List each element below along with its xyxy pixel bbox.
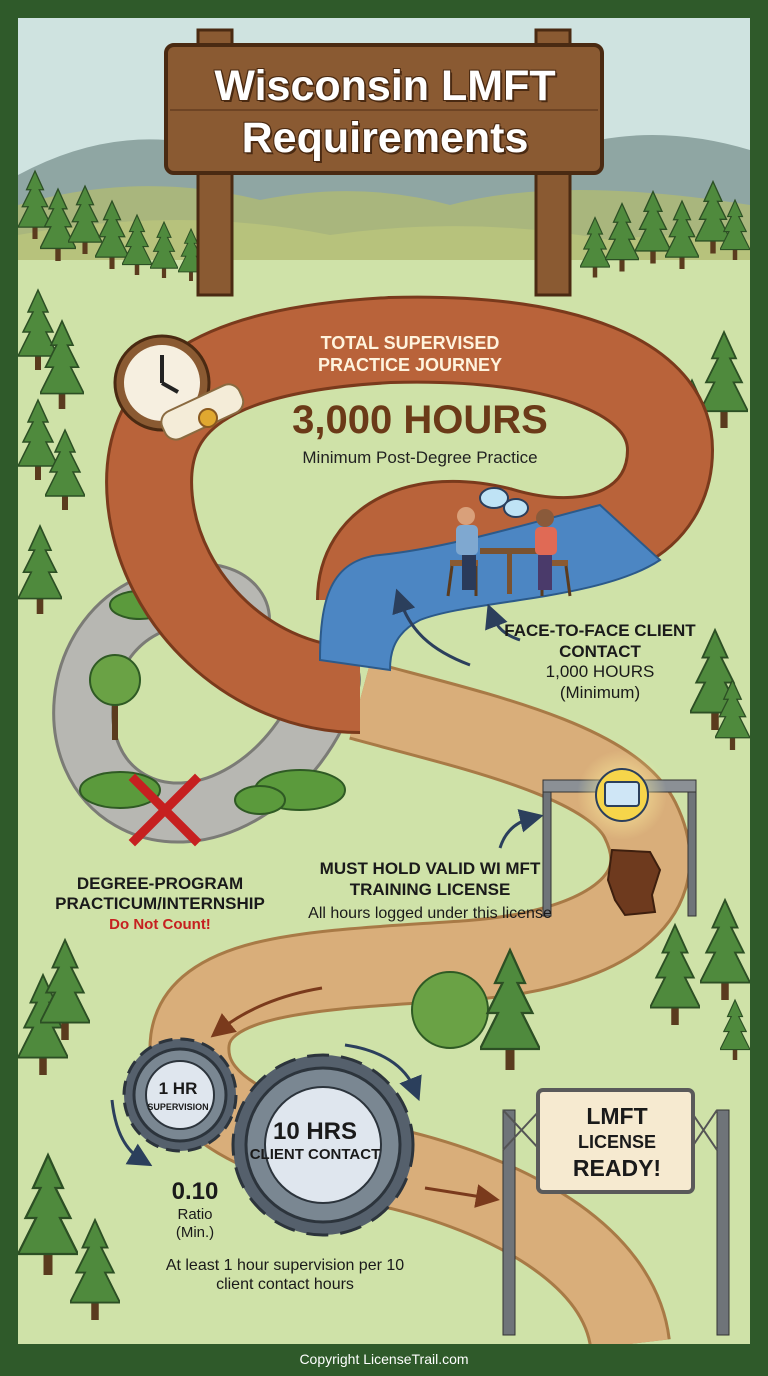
training-license-title: MUST HOLD VALID WI MFT TRAINING LICENSE (319, 859, 541, 899)
red-x-icon (128, 773, 202, 847)
finish-sign-line2: LICENSE (577, 1132, 656, 1152)
finish-gate (502, 1088, 730, 1336)
arrow-icon (424, 1184, 500, 1208)
small-tree-left (89, 654, 141, 740)
ratio-note: At least 1 hour supervision per 10 clien… (165, 1257, 405, 1293)
ratio-qualifier: (Min.) (175, 1224, 215, 1241)
diploma-icon (160, 383, 245, 441)
gear-icon (231, 1053, 415, 1237)
total-hours-value: 3,000 HOURS (292, 398, 548, 442)
wisconsin-map-icon (606, 848, 662, 917)
copyright-footer: Copyright LicenseTrail.com (299, 1351, 469, 1367)
chat-bubbles-icon (479, 487, 529, 518)
counseling-session (446, 507, 572, 597)
client-contact-gear-value: 10 HRS (272, 1118, 358, 1145)
training-license-note: All hours logged under this license (308, 905, 552, 922)
finish-sign-line1: LMFT (586, 1103, 648, 1129)
arrow-icon (498, 809, 544, 849)
client-contact-gear-label: CLIENT CONTACT (249, 1146, 381, 1163)
supervision-gear-label: SUPERVISION (147, 1102, 209, 1112)
gear-icon (122, 1037, 238, 1153)
arrow-icon (110, 1099, 153, 1167)
arrow-icon (485, 603, 521, 642)
degree-program-title: DEGREE-PROGRAM PRACTICUM/INTERNSHIP (55, 874, 265, 913)
face-to-face-title: FACE-TO-FACE CLIENT CONTACT (504, 621, 696, 661)
journey-label: TOTAL SUPERVISED PRACTICE JOURNEY (317, 333, 503, 375)
arrow-icon (392, 588, 471, 667)
supervision-gear-value: 1 HR (158, 1079, 198, 1098)
title-sign (164, 28, 604, 297)
license-card-icon (604, 781, 640, 807)
finish-sign-line3: READY! (572, 1155, 662, 1181)
ratio-label: Ratio (177, 1206, 213, 1223)
degree-program-note: Do Not Count! (109, 916, 211, 933)
page-title: Wisconsin LMFT Requirements (214, 62, 556, 162)
total-hours-caption: Minimum Post-Degree Practice (302, 448, 538, 467)
arrow-icon (210, 986, 323, 1038)
face-to-face-qualifier: (Minimum) (559, 683, 641, 702)
tree-cluster-center (411, 948, 540, 1072)
ratio-value: 0.10 (171, 1178, 219, 1205)
arrow-icon (344, 1043, 422, 1102)
training-license-gate (542, 750, 697, 917)
finish-sign-text: LMFT LICENSE READY! (543, 1103, 691, 1181)
face-to-face-hours: 1,000 HOURS (545, 662, 655, 681)
client-contact-river (318, 503, 662, 672)
